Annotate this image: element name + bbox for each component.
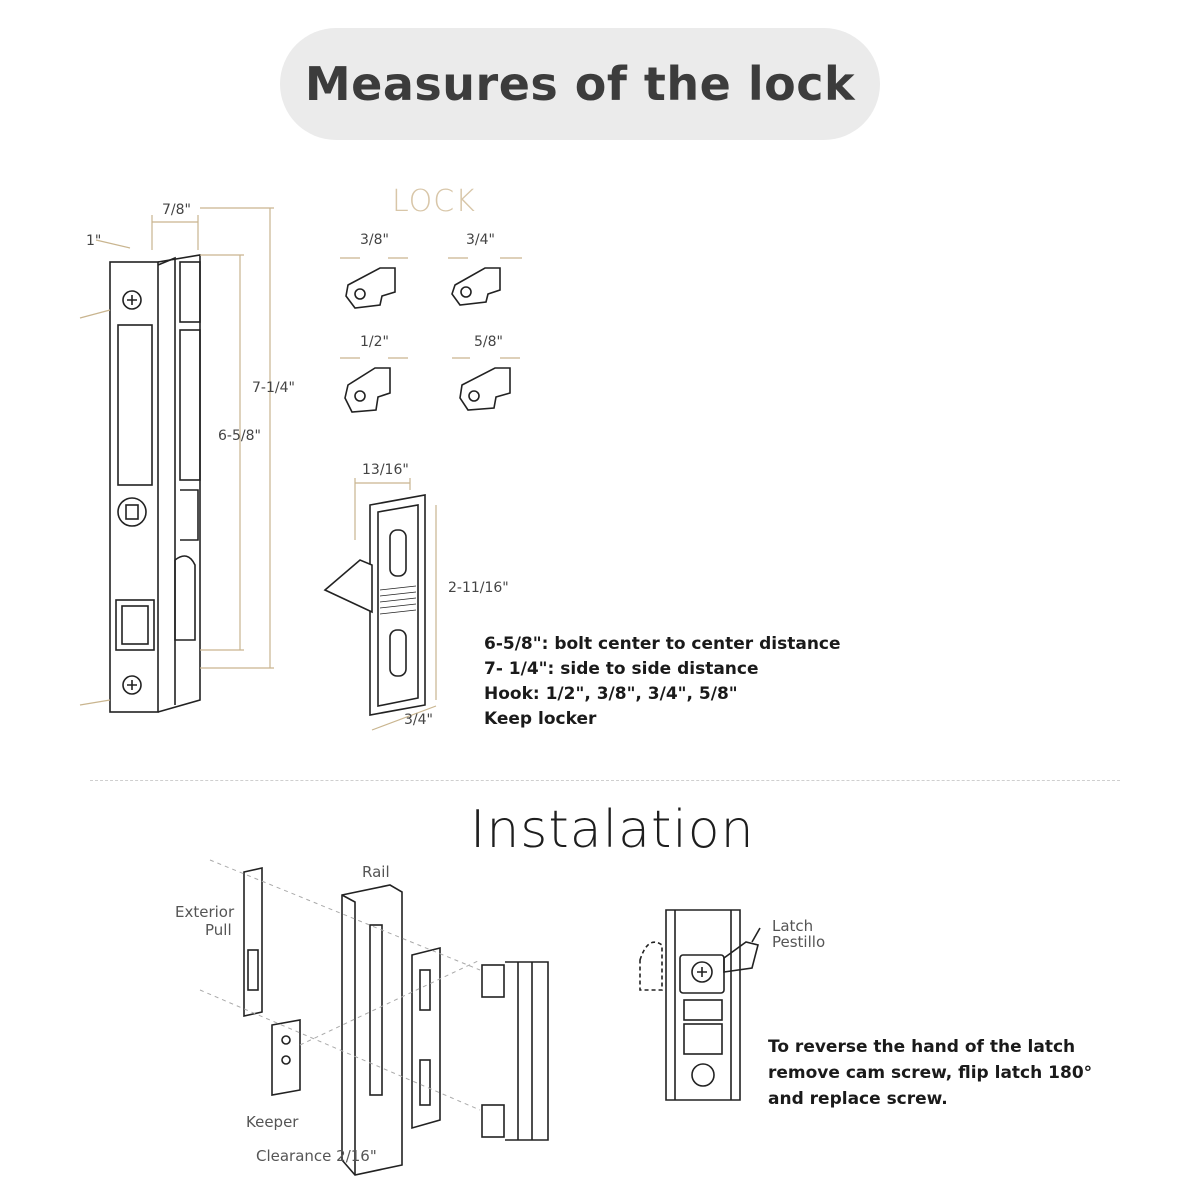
keeper-illustration [323, 494, 426, 716]
hook-label-1: 3/8" [360, 232, 389, 248]
label-pestillo: Pestillo [772, 933, 826, 951]
reverse-instructions: To reverse the hand of the latch remove … [768, 1034, 1092, 1112]
page-title: Measures of the lock [304, 57, 856, 111]
hook-shapes [344, 267, 511, 413]
label-exterior: Exterior [175, 903, 235, 921]
note-line: Hook: 1/2", 3/8", 3/4", 5/8" [484, 684, 738, 704]
latch-illustration [639, 909, 761, 1101]
dim-face-width: 1" [86, 233, 102, 249]
main-lock-illustration [109, 254, 201, 713]
dim-center-to-center: 6-5/8" [218, 428, 261, 444]
hook-label-4: 5/8" [474, 334, 503, 350]
label-clearance: Clearance 2/16" [256, 1147, 377, 1165]
note-line: 6-5/8": bolt center to center distance [484, 634, 841, 654]
reverse-line: and replace screw. [768, 1089, 948, 1109]
hook-label-2: 3/4" [466, 232, 495, 248]
label-keeper: Keeper [246, 1113, 299, 1131]
reverse-line: To reverse the hand of the latch [768, 1037, 1076, 1057]
install-title: Instalation [470, 800, 755, 860]
measure-notes: 6-5/8": bolt center to center distance 7… [484, 632, 841, 732]
note-line: 7- 1/4": side to side distance [484, 659, 759, 679]
dim-depth: 7/8" [162, 202, 191, 218]
title-pill: Measures of the lock [280, 28, 880, 140]
lock-heading: LOCK [392, 184, 476, 219]
note-line: Keep locker [484, 709, 597, 729]
exploded-view-illustration [199, 859, 549, 1176]
reverse-line: remove cam screw, flip latch 180° [768, 1063, 1093, 1083]
dim-side-to-side: 7-1/4" [252, 380, 295, 396]
keeper-depth: 3/4" [404, 712, 433, 728]
section-divider [90, 780, 1120, 781]
keeper-height: 2-11/16" [448, 580, 509, 596]
label-latch: Latch [772, 917, 814, 935]
keeper-width: 13/16" [362, 462, 409, 478]
hook-label-3: 1/2" [360, 334, 389, 350]
label-rail: Rail [362, 863, 390, 881]
label-pull: Pull [205, 921, 232, 939]
